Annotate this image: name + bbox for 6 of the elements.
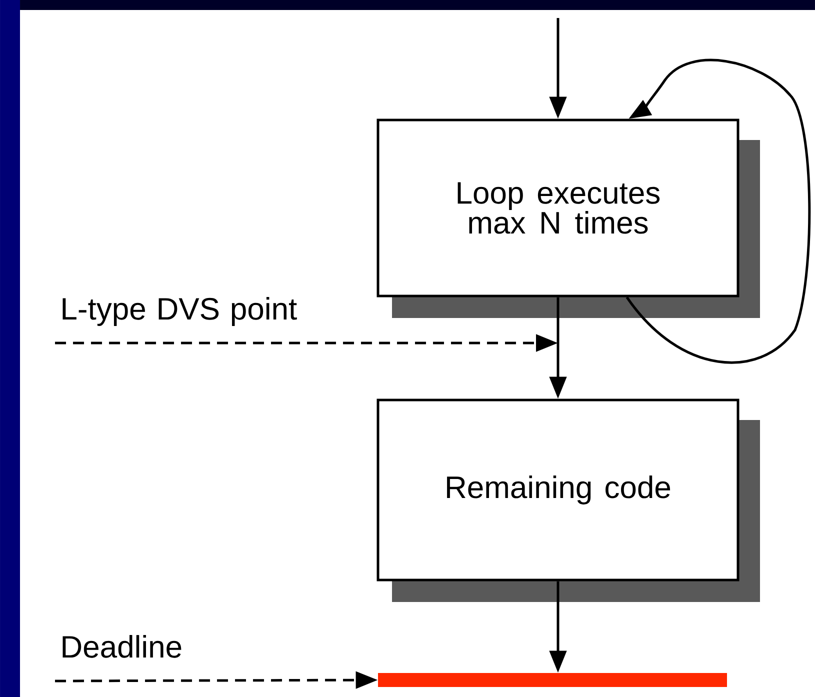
- text-label: Deadline: [62, 635, 182, 658]
- deadline-bar: [378, 673, 727, 687]
- process-box: Remaining code: [376, 398, 760, 602]
- loop-arrow: [626, 58, 811, 364]
- process-box: Loop executes max N times: [376, 118, 760, 318]
- text-label: L-type DVS point: [62, 297, 297, 326]
